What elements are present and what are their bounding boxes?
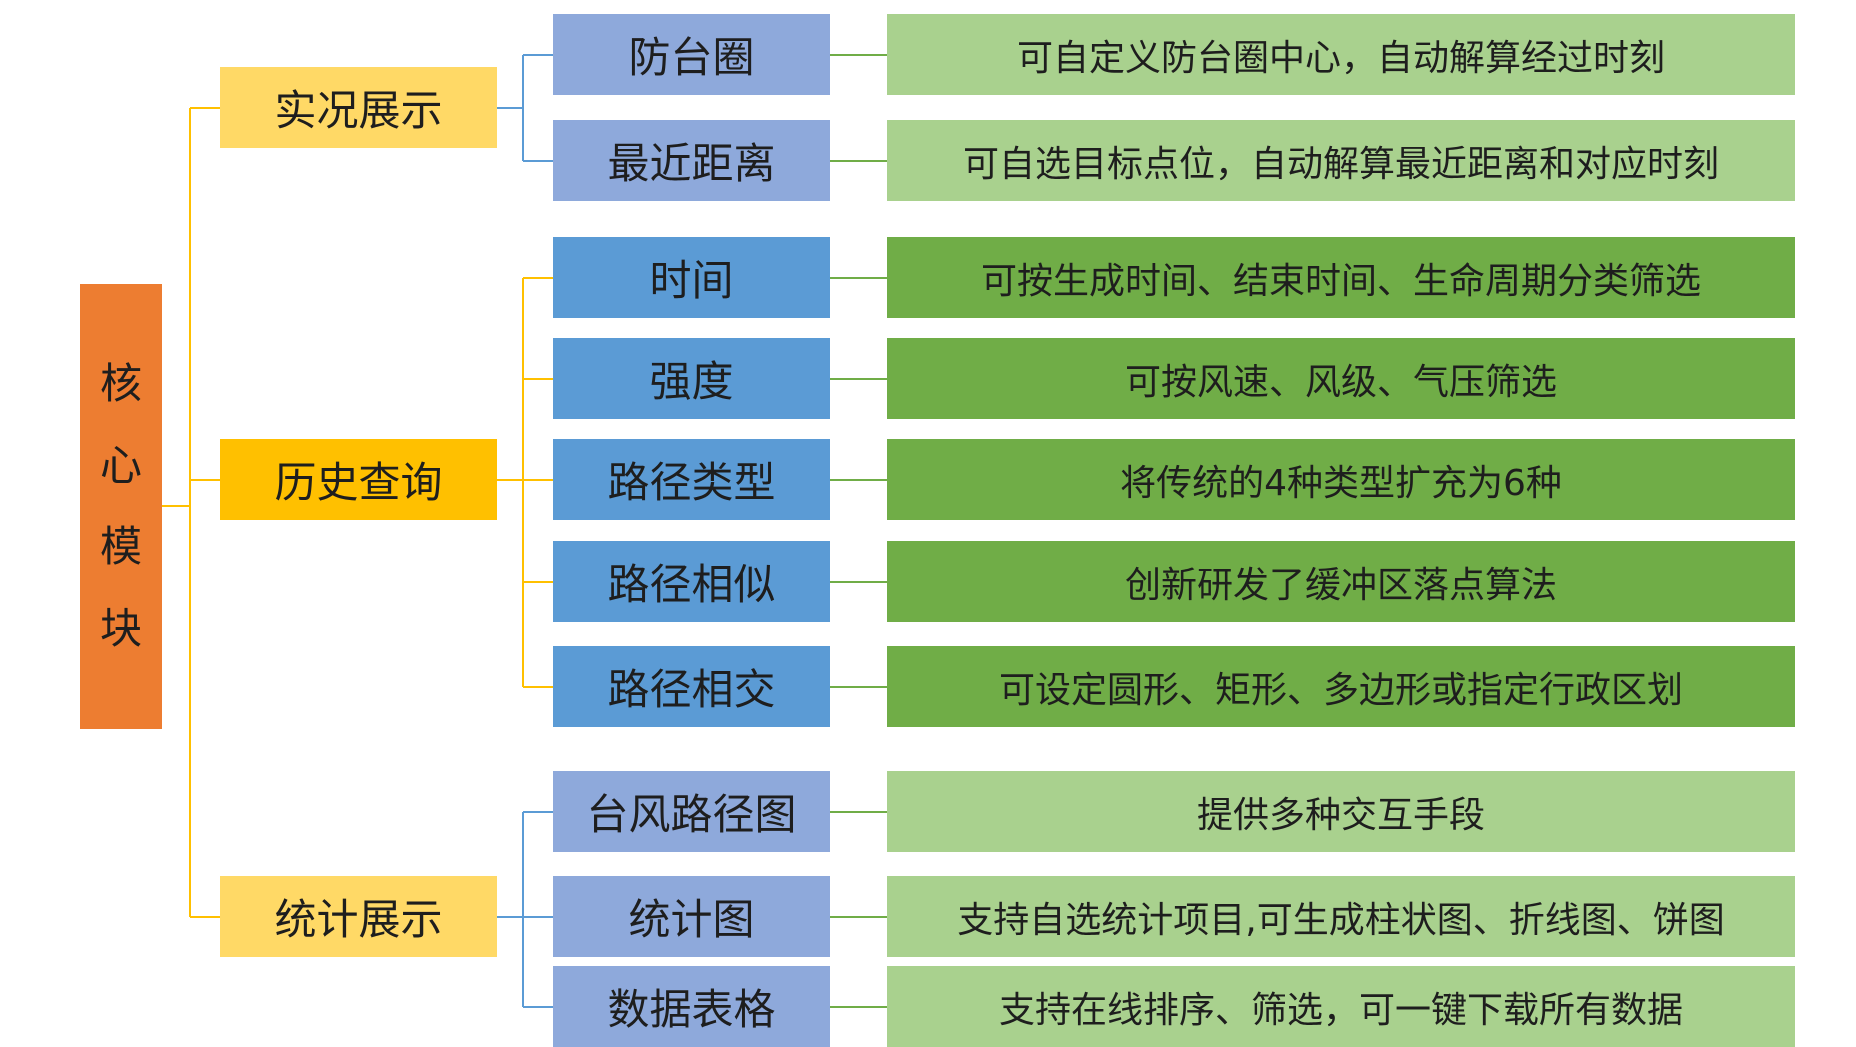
category-live-display: 实况展示 (220, 67, 497, 148)
sub-node-path-intersect: 路径相交 (553, 646, 830, 727)
desc-path-similar: 创新研发了缓冲区落点算法 (887, 541, 1795, 622)
sub-node-path-type: 路径类型 (553, 439, 830, 520)
sub-node-typhoon-track-map: 台风路径图 (553, 771, 830, 852)
sub-node-path-similar: 路径相似 (553, 541, 830, 622)
desc-path-type: 将传统的4种类型扩充为6种 (887, 439, 1795, 520)
desc-intensity: 可按风速、风级、气压筛选 (887, 338, 1795, 419)
root-char-1: 核 (99, 359, 142, 409)
stats-connector (497, 811, 553, 1008)
root-char-3: 模 (99, 522, 142, 572)
desc-defense-circle: 可自定义防台圈中心，自动解算经过时刻 (887, 14, 1795, 95)
desc-statistics-chart: 支持自选统计项目,可生成柱状图、折线图、饼图 (887, 876, 1795, 957)
sub-node-data-table: 数据表格 (553, 966, 830, 1047)
category-statistics-display: 统计展示 (220, 876, 497, 957)
history-connector (497, 277, 553, 688)
desc-data-table: 支持在线排序、筛选，可一键下载所有数据 (887, 966, 1795, 1047)
live-connector (497, 54, 553, 162)
sub-node-intensity: 强度 (553, 338, 830, 419)
category-history-query: 历史查询 (220, 439, 497, 520)
root-char-2: 心 (99, 440, 142, 490)
desc-typhoon-track-map: 提供多种交互手段 (887, 771, 1795, 852)
root-node-core-module: 核 心 模 块 (80, 284, 162, 729)
root-connector (162, 107, 220, 918)
desc-time: 可按生成时间、结束时间、生命周期分类筛选 (887, 237, 1795, 318)
sub-node-statistics-chart: 统计图 (553, 876, 830, 957)
root-char-4: 块 (99, 603, 142, 653)
sub-node-defense-circle: 防台圈 (553, 14, 830, 95)
desc-path-intersect: 可设定圆形、矩形、多边形或指定行政区划 (887, 646, 1795, 727)
desc-connectors (830, 54, 887, 1008)
sub-node-nearest-distance: 最近距离 (553, 120, 830, 201)
desc-nearest-distance: 可自选目标点位，自动解算最近距离和对应时刻 (887, 120, 1795, 201)
sub-node-time: 时间 (553, 237, 830, 318)
